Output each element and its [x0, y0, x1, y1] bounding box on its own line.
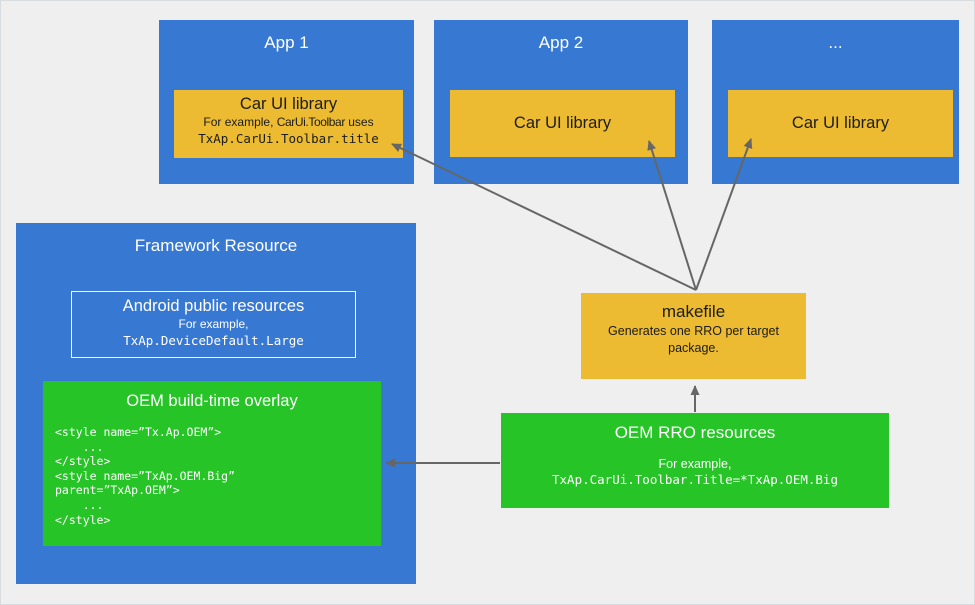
oem-rro-resources-title: OEM RRO resources: [614, 423, 776, 442]
oem-rro-example-label: For example,: [658, 457, 732, 471]
app-more-car-ui-library-box: Car UI library: [728, 90, 953, 157]
example-ref: CarUi.Toolbar: [276, 115, 346, 129]
makefile-description: Generates one RRO per target package.: [608, 324, 779, 355]
android-public-resources-title: Android public resources: [122, 297, 305, 315]
android-public-resources-box: Android public resources For example, Tx…: [71, 291, 356, 358]
app-1-title: App 1: [264, 33, 309, 52]
app-2-box: App 2 Car UI library: [434, 20, 688, 184]
app-2-car-ui-library-box: Car UI library: [450, 90, 675, 157]
android-public-example-label: For example,: [178, 317, 249, 331]
framework-resource-title: Framework Resource: [134, 236, 298, 255]
example-suffix: uses: [344, 115, 374, 129]
app-more-title: ...: [828, 33, 843, 52]
makefile-box: makefile Generates one RRO per target pa…: [581, 293, 806, 379]
app-1-car-ui-library-box: Car UI library For example, CarUi.Toolba…: [174, 90, 403, 158]
oem-build-time-overlay-title: OEM build-time overlay: [126, 392, 298, 410]
car-ui-library-example-line: For example, CarUi.Toolbar uses: [174, 115, 403, 129]
oem-rro-example-code: TxAp.CarUi.Toolbar.Title=*TxAp.OEM.Big: [552, 472, 838, 487]
android-public-example-code: TxAp.DeviceDefault.Large: [123, 333, 304, 348]
oem-overlay-code-block: <style name=”Tx.Ap.OEM”> ... </style> <s…: [55, 425, 236, 527]
car-ui-library-example-code: TxAp.CarUi.Toolbar.title: [198, 131, 379, 146]
car-ui-library-title: Car UI library: [239, 95, 338, 113]
example-prefix: For example,: [203, 115, 277, 129]
makefile-title: makefile: [661, 302, 726, 321]
oem-build-time-overlay-box: OEM build-time overlay <style name=”Tx.A…: [43, 381, 381, 546]
framework-resource-box: Framework Resource Android public resour…: [16, 223, 416, 584]
app-2-title: App 2: [538, 33, 584, 52]
app-1-box: App 1 Car UI library For example, CarUi.…: [159, 20, 414, 184]
oem-rro-resources-box: OEM RRO resources For example, TxAp.CarU…: [501, 413, 889, 508]
app-more-box: ... Car UI library: [712, 20, 959, 184]
